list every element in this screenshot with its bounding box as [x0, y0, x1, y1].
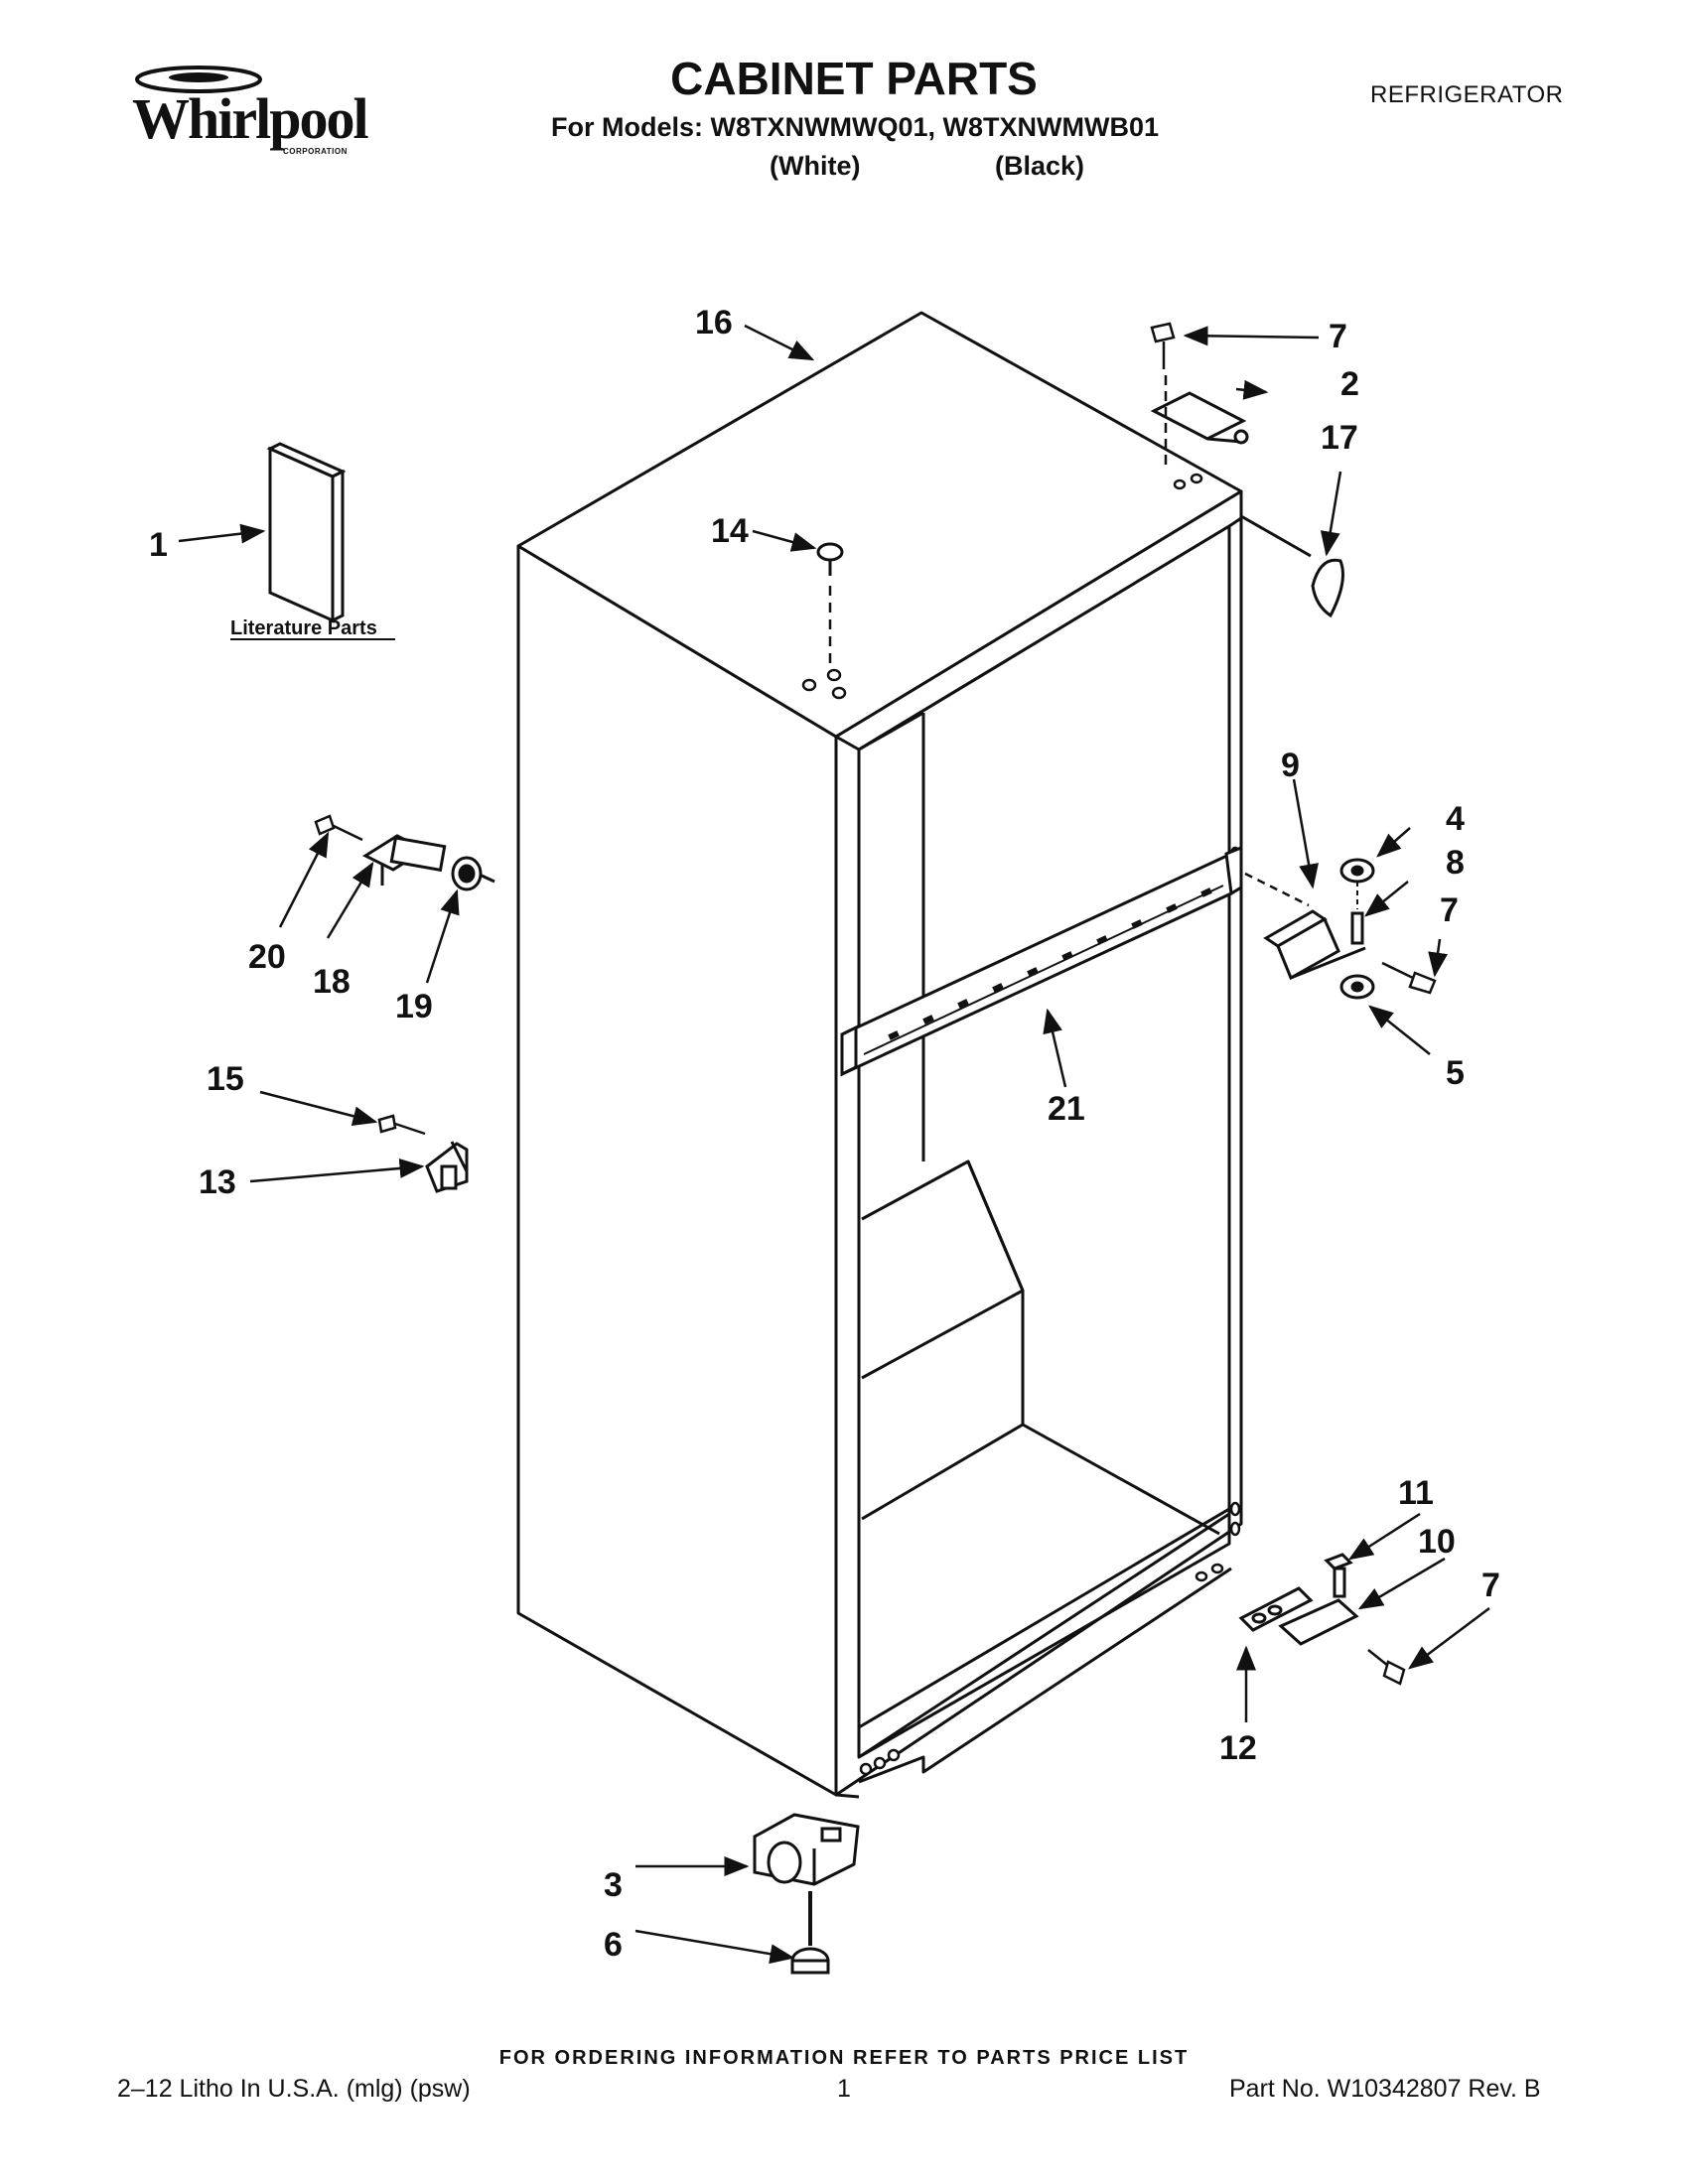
page-title: CABINET PARTS [670, 53, 1038, 104]
callout-8: 8 [1446, 844, 1465, 882]
callout-19: 19 [395, 988, 433, 1025]
callout-1: 1 [149, 526, 168, 564]
footer-litho: 2–12 Litho In U.S.A. (mlg) (psw) [117, 2075, 471, 2103]
callout-15: 15 [207, 1060, 244, 1098]
whirlpool-logo: Whirlpool CORPORATION [124, 60, 382, 159]
refrigerator-cabinet [516, 311, 1243, 1799]
leveling-leg [790, 1891, 830, 1975]
hinge-cover [1240, 514, 1344, 618]
leader-lines [178, 324, 1490, 1965]
center-hinge-screw [1381, 961, 1437, 995]
callout-18: 18 [313, 963, 351, 1001]
callout-2: 2 [1340, 365, 1359, 403]
literature-booklet [266, 442, 347, 623]
logo-wordmark: Whirlpool [132, 86, 369, 151]
callout-7-bottom: 7 [1481, 1567, 1500, 1604]
door-stop-screw [314, 814, 363, 842]
center-rail [840, 845, 1243, 1077]
callout-9: 9 [1281, 747, 1300, 784]
callout-labels: 1 2 3 4 5 6 7 7 7 8 9 10 11 12 13 14 15 … [149, 304, 1500, 1964]
door-stop-bracket [425, 1141, 469, 1193]
bottom-hinge [1238, 1553, 1359, 1646]
cabinet-holes [801, 473, 1241, 1776]
callout-7-center: 7 [1440, 891, 1459, 929]
callout-6: 6 [604, 1926, 623, 1964]
callout-4: 4 [1446, 800, 1465, 838]
callout-16: 16 [695, 304, 733, 341]
category-label: REFRIGERATOR [1370, 81, 1564, 108]
callout-14: 14 [711, 512, 749, 550]
logo-swirl-icon [135, 66, 262, 93]
callout-5: 5 [1446, 1054, 1465, 1092]
variant-white: (White) [770, 151, 861, 181]
center-hinge [1244, 858, 1375, 1000]
footer-page-number: 1 [837, 2075, 851, 2103]
callout-21: 21 [1048, 1090, 1085, 1128]
callout-17: 17 [1321, 419, 1358, 457]
callout-3: 3 [604, 1866, 623, 1904]
callout-20: 20 [248, 938, 286, 976]
callout-13: 13 [199, 1163, 236, 1201]
callout-11: 11 [1398, 1474, 1434, 1512]
door-stop [361, 834, 495, 891]
callout-12: 12 [1219, 1729, 1257, 1767]
models-line: For Models: W8TXNWMWQ01, W8TXNWMWB01 [551, 112, 1159, 142]
callout-10: 10 [1418, 1523, 1456, 1561]
plug-button [816, 542, 844, 670]
literature-parts-label: Literature Parts [230, 617, 377, 639]
logo-corporation: CORPORATION [283, 147, 348, 156]
footer-part-number: Part No. W10342807 Rev. B [1229, 2075, 1541, 2103]
callout-7-top: 7 [1329, 318, 1347, 355]
bottom-hinge-screw [1367, 1649, 1406, 1686]
variant-black: (Black) [995, 151, 1085, 181]
door-stop-bracket-screw [377, 1114, 426, 1136]
ordering-note: FOR ORDERING INFORMATION REFER TO PARTS … [498, 2047, 1190, 2069]
top-hinge-screw [1150, 322, 1176, 471]
front-roller [753, 1813, 860, 1886]
top-hinge [1150, 391, 1249, 445]
